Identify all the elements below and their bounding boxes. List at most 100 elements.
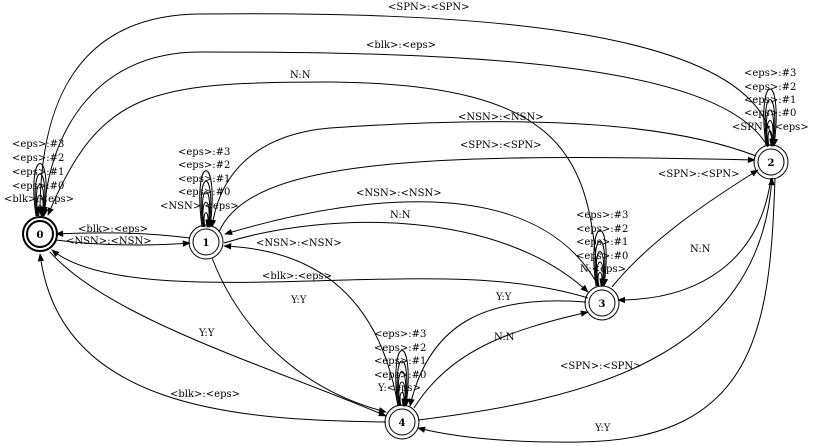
- loop-label: <eps>:#2: [374, 343, 426, 354]
- edge-label: <SPN>:<SPN>: [658, 169, 740, 180]
- self-loop: [764, 99, 778, 147]
- edge-label: <SPN>:<SPN>: [388, 2, 470, 13]
- loop-label: <eps>:#2: [744, 82, 796, 93]
- self-loop: [34, 173, 48, 217]
- edge-2-1-nsn: [209, 121, 757, 228]
- edge-3-0-blk: [51, 249, 589, 299]
- edge-label: <blk>:<eps>: [170, 389, 240, 400]
- loop-label: <eps>:#3: [744, 68, 796, 79]
- state-circle: [757, 148, 785, 176]
- edge-0-1-nsn: [55, 239, 191, 247]
- loop-label: <eps>:#1: [576, 237, 628, 248]
- self-loop: [596, 261, 607, 287]
- loop-label: <eps>:#0: [744, 108, 796, 119]
- edge-label: <blk>:<eps>: [78, 224, 148, 235]
- state-label: 2: [768, 158, 775, 169]
- state-circle: [26, 220, 54, 248]
- edge-label: N:N: [690, 244, 711, 255]
- edge-4-2-spn: [417, 177, 775, 421]
- loop-label: <eps>:#1: [178, 174, 230, 185]
- state-label: 1: [203, 238, 210, 249]
- loop-label: <eps>:#0: [576, 251, 628, 262]
- edge-4-3-n: [413, 310, 589, 409]
- edge-label: <SPN>:<SPN>: [560, 361, 642, 372]
- loop-label: <eps>:#1: [744, 95, 796, 106]
- edge-label: <NSN>:<NSN>: [66, 236, 152, 247]
- self-loop: [199, 170, 215, 228]
- state-circle: [388, 408, 416, 436]
- edge-4-1-nsn: [223, 243, 399, 407]
- self-loop: [200, 181, 214, 228]
- edge-label: <SPN>:<SPN>: [460, 140, 542, 151]
- self-loop: [396, 360, 410, 407]
- state-circle: [192, 228, 220, 256]
- loop-label: <eps>:#3: [12, 139, 64, 150]
- state-ring: [584, 285, 620, 321]
- self-loop: [395, 350, 411, 407]
- state-label: 4: [399, 418, 406, 429]
- loop-label: <eps>:#1: [374, 356, 426, 367]
- edge-1-4-y: [211, 257, 387, 414]
- loop-label: Y:<eps>: [377, 383, 421, 394]
- state-ring: [753, 144, 789, 180]
- self-loop: [37, 205, 47, 217]
- state-ring: [188, 224, 224, 260]
- edge-label: Y:Y: [290, 295, 307, 306]
- loop-label: <eps>:#3: [178, 147, 230, 158]
- edge-3-0-n: [47, 81, 599, 287]
- self-loop: [766, 120, 777, 147]
- edge-2-4-y: [417, 177, 776, 443]
- edge-label: <blk>:<eps>: [262, 271, 332, 282]
- edge-label: N:N: [494, 332, 515, 343]
- state-2: 2: [753, 144, 789, 180]
- edge-3-1-nsn: [224, 201, 599, 286]
- edge-label: <NSN>:<NSN>: [356, 188, 442, 199]
- self-loop: [203, 212, 212, 228]
- loop-label: <eps>:#2: [576, 224, 628, 235]
- edge-label: <NSN>:<NSN>: [458, 112, 544, 123]
- edge-4-0-blk: [37, 253, 387, 423]
- self-loop: [767, 130, 776, 147]
- loop-label: <eps>:#0: [374, 370, 426, 381]
- loop-label: <eps>:#3: [374, 329, 426, 340]
- loops-state-2: <eps>:#3 <eps>:#2 <eps>:#1 <eps>:#0 <SPN…: [732, 68, 809, 147]
- edge-2-0-blk: [41, 51, 769, 215]
- loop-label: N:<eps>: [580, 264, 626, 275]
- loop-label: <SPN>:<eps>: [732, 122, 809, 133]
- edge-1-3-n: [223, 221, 589, 293]
- loop-label: <eps>:#0: [178, 187, 230, 198]
- state-0: 0: [22, 216, 58, 252]
- edge-1-2-spn: [218, 156, 756, 233]
- state-ring: [22, 216, 58, 252]
- loops-state-4: <eps>:#3 <eps>:#2 <eps>:#1 <eps>:#0 Y:<e…: [374, 329, 426, 407]
- loop-label: <NSN>:<eps>: [160, 201, 239, 212]
- self-loop: [763, 88, 779, 147]
- edge-label: Y:Y: [198, 328, 215, 339]
- edge-1-0-blk: [55, 230, 191, 239]
- edge-label: N:N: [290, 70, 311, 81]
- loops-state-1: <eps>:#3 <eps>:#2 <eps>:#1 <eps>:#0 <NSN…: [160, 147, 239, 228]
- edge-0-4-y: [49, 251, 387, 417]
- edge-3-2-spn: [611, 169, 759, 288]
- self-loop: [597, 272, 606, 287]
- edge-label: <blk>:<eps>: [366, 40, 436, 51]
- loops-state-0: <eps>:#3 <eps>:#2 <eps>:#1 <eps>:#0 <blk…: [4, 139, 74, 217]
- loop-label: <eps>:#2: [178, 160, 230, 171]
- self-loop: [398, 381, 409, 407]
- edge-2-3-n: [617, 177, 772, 304]
- edge-label: N:N: [390, 210, 411, 221]
- state-circle: [588, 289, 616, 317]
- edge-label: <NSN>:<NSN>: [256, 238, 342, 249]
- self-loop: [202, 202, 213, 228]
- loop-label: <eps>:#3: [576, 210, 628, 221]
- state-label: 0: [37, 230, 44, 241]
- self-loop: [594, 240, 608, 287]
- self-loop: [33, 163, 49, 217]
- loop-label: <eps>:#0: [12, 181, 64, 192]
- edge-label: Y:Y: [594, 423, 611, 434]
- self-loop: [593, 230, 609, 287]
- state-ring: [384, 404, 420, 440]
- loops-state-3: <eps>:#3 <eps>:#2 <eps>:#1 <eps>:#0 N:<e…: [576, 210, 628, 287]
- edge-3-4-y: [408, 300, 587, 407]
